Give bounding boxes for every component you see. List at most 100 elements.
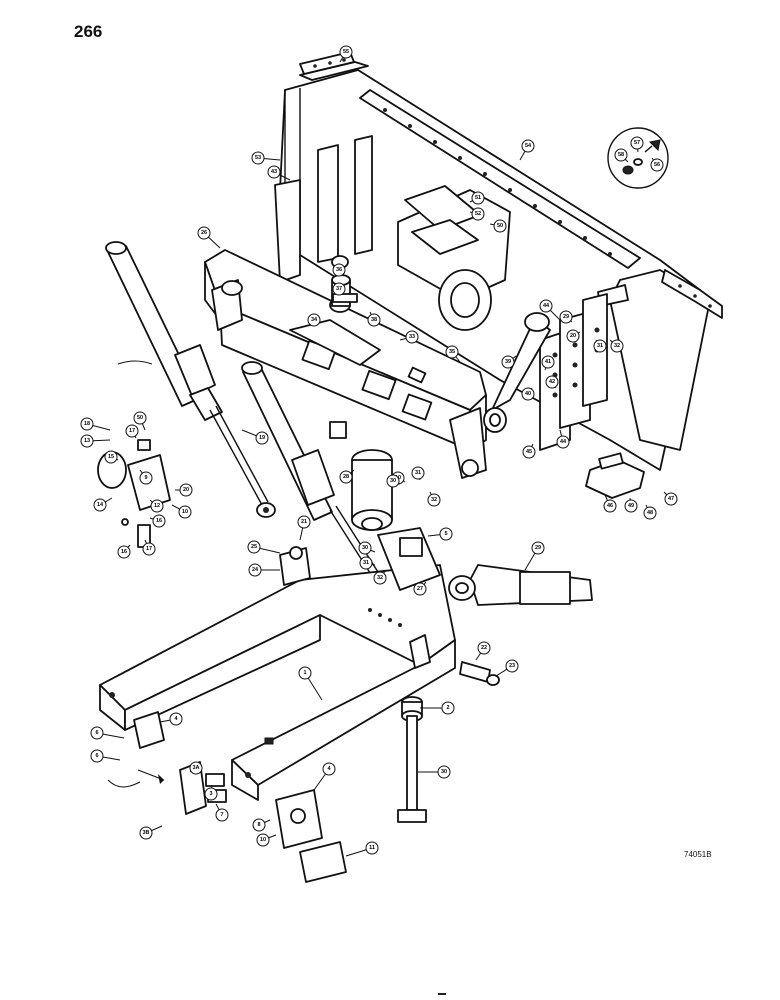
pin-22 [459, 661, 500, 686]
callout-label: 38 [371, 317, 377, 323]
callout-label: 8 [257, 822, 260, 828]
callout-circle [256, 833, 270, 847]
callout-18: 18 [80, 417, 111, 431]
callout-circle [332, 263, 346, 277]
callout-label: 40 [525, 391, 531, 397]
callout-label: 27 [417, 586, 423, 592]
callout-label: 50 [137, 415, 143, 421]
callout-circle [117, 545, 131, 559]
callout-42: 42 [545, 375, 559, 389]
callout-circle [541, 355, 555, 369]
callout-50: 50 [133, 411, 147, 431]
callout-circle [197, 226, 211, 240]
callout-22: 22 [475, 641, 491, 661]
lift-cylinder-left [105, 241, 276, 518]
callout-label: 32 [377, 575, 383, 581]
callout-21: 21 [297, 515, 311, 541]
callout-circle [339, 45, 353, 59]
callout-circle [90, 726, 104, 740]
callout-16: 16 [117, 544, 131, 559]
callout-24: 24 [248, 563, 280, 577]
callout-circle [437, 765, 451, 779]
callout-label: 35 [449, 349, 455, 355]
callout-label: 1 [303, 670, 306, 676]
cutting-edge-end-left [299, 51, 355, 75]
callout-label: 51 [475, 195, 481, 201]
callout-label: 9 [144, 475, 147, 481]
callout-circle [365, 841, 379, 855]
callout-label: 21 [301, 519, 307, 525]
callout-31: 31 [593, 339, 607, 353]
callout-circle [169, 712, 183, 726]
page-number: 266 [74, 22, 103, 41]
callout-14: 14 [93, 497, 113, 512]
callout-label: 55 [343, 49, 349, 55]
callout-label: 24 [252, 567, 259, 573]
callout-circle [439, 527, 453, 541]
moldboard [274, 61, 711, 471]
callout-23: 23 [495, 659, 519, 677]
callout-31: 31 [411, 466, 425, 481]
callout-30: 30 [358, 541, 376, 555]
callout-circle [471, 207, 485, 221]
callout-circle [90, 749, 104, 763]
callout-3: 3 [204, 785, 218, 801]
callout-51: 51 [469, 191, 485, 205]
callout-label: 41 [545, 359, 551, 365]
callout-25: 25 [247, 540, 281, 554]
callout-6: 6 [90, 749, 121, 763]
callout-50: 50 [489, 219, 507, 233]
callout-48: 48 [643, 504, 657, 520]
callout-label: 3B [142, 830, 149, 836]
callout-circle [307, 313, 321, 327]
callout-circle [445, 345, 459, 359]
callout-circle [603, 499, 617, 513]
callout-label: 47 [668, 496, 674, 502]
callout-circle [556, 435, 570, 449]
callout-circle [664, 492, 678, 506]
callout-circle [559, 310, 573, 324]
callout-15: 15 [104, 450, 119, 464]
callout-circle [501, 355, 515, 369]
callout-34: 34 [307, 313, 321, 327]
callout-label: 17 [146, 546, 152, 552]
callout-58: 58 [614, 148, 629, 163]
callout-label: 32 [431, 497, 437, 503]
callout-label: 25 [251, 544, 257, 550]
callout-3A: 3A [189, 761, 203, 775]
callout-circle [255, 431, 269, 445]
callout-label: 29 [535, 545, 541, 551]
callout-19: 19 [241, 429, 269, 445]
callout-circle [493, 219, 507, 233]
callout-circle [521, 139, 535, 153]
callout-label: 48 [647, 510, 653, 516]
callout-9: 9 [139, 469, 153, 485]
callout-12: 12 [149, 499, 164, 513]
callout-circle [373, 571, 387, 585]
callout-20: 20 [566, 329, 581, 343]
callout-label: 11 [369, 845, 375, 851]
callout-label: 32 [614, 343, 620, 349]
callout-circle [505, 659, 519, 673]
detail-inset [607, 127, 669, 189]
callout-46: 46 [603, 494, 617, 513]
callout-29: 29 [559, 310, 573, 324]
callout-circle [630, 136, 644, 150]
callout-label: 54 [525, 143, 532, 149]
callout-label: 44 [543, 303, 550, 309]
callout-circle [80, 434, 94, 448]
callout-label: 52 [475, 211, 481, 217]
callout-circle [441, 701, 455, 715]
callout-circle [413, 582, 427, 596]
callout-label: 29 [563, 314, 569, 320]
callout-circle [477, 641, 491, 655]
callout-5: 5 [427, 527, 453, 541]
callout-circle [358, 541, 372, 555]
callout-circle [614, 148, 628, 162]
callout-label: 46 [607, 503, 613, 509]
callout-label: 16 [156, 518, 162, 524]
pivot-pin [397, 696, 427, 823]
callout-20: 20 [175, 483, 193, 497]
callout-37: 37 [332, 282, 346, 296]
callout-circle [139, 826, 153, 840]
